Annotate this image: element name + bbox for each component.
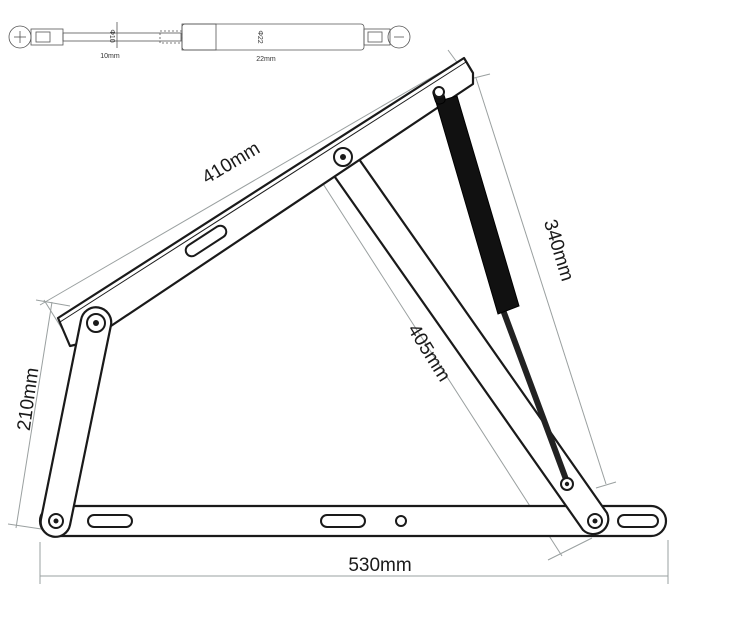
gas-strut-length-label: 340mm xyxy=(539,217,578,284)
base-arm-length-label: 530mm xyxy=(348,555,411,576)
strut-right-eye xyxy=(387,25,411,49)
short-arm xyxy=(39,306,113,538)
body-width-label: 22mm xyxy=(256,56,276,63)
top-arm xyxy=(56,56,475,348)
pivots xyxy=(48,147,603,529)
gas-strut xyxy=(432,86,574,491)
short-arm-length-label: 210mm xyxy=(14,366,44,432)
rod-marker-label: Φ10 xyxy=(108,29,115,42)
base-hole xyxy=(395,515,407,527)
strut-right-fitting xyxy=(363,28,391,46)
gas-strut-detail: Φ10 Φ22 10mm 22mm xyxy=(8,22,411,63)
gas-strut-body xyxy=(435,95,520,315)
strut-top-eye xyxy=(433,86,445,98)
base-slot-left xyxy=(87,514,133,528)
base-slot-middle xyxy=(320,514,366,528)
strut-body-detail xyxy=(181,23,365,51)
dimension-lines xyxy=(7,49,669,584)
base-slot-right xyxy=(617,514,659,528)
gas-strut-rod xyxy=(500,307,570,485)
top-arm-slot xyxy=(184,224,228,258)
rod-width-label: 10mm xyxy=(100,53,120,60)
strut-rod-detail xyxy=(62,32,182,42)
body-marker-label: Φ22 xyxy=(256,30,263,43)
